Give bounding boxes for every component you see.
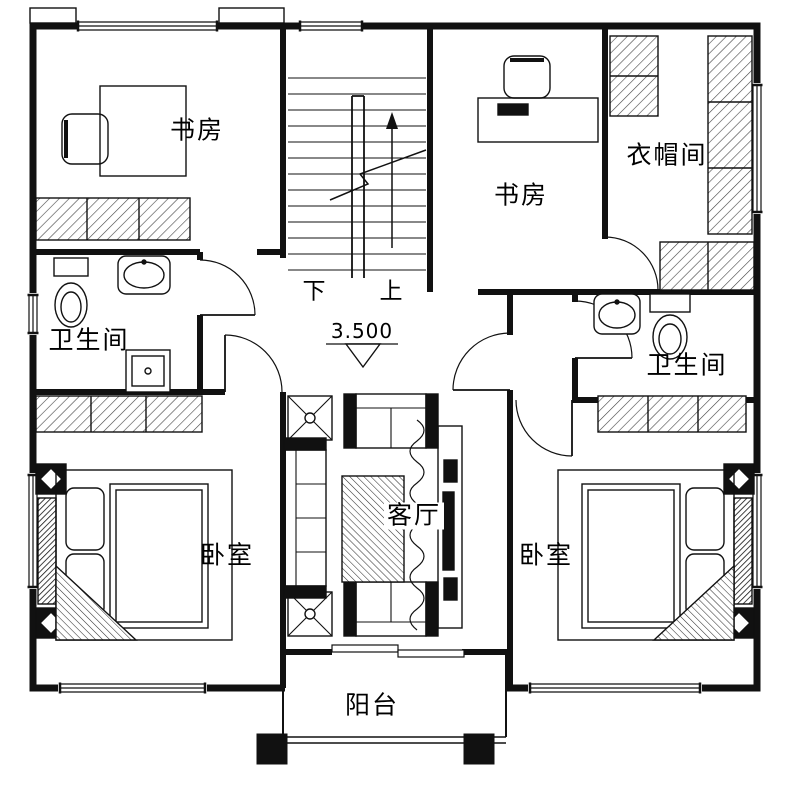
bathroom-left-fixtures: [53, 255, 171, 393]
label-living-room: 客厅: [383, 502, 445, 530]
sofa-loveseat-bottom: [343, 581, 439, 637]
label-balcony: 阳台: [344, 691, 400, 720]
bedroom-right-furniture: [557, 395, 755, 641]
elevation-mark: [326, 343, 398, 369]
wardrobe: [597, 395, 747, 433]
label-elevation: 3.500: [330, 319, 394, 343]
desk: [477, 97, 599, 143]
sink: [593, 293, 641, 335]
shelf: [707, 35, 753, 235]
column: [256, 733, 288, 765]
shelf: [609, 35, 659, 117]
toilet: [649, 293, 691, 360]
label-bathroom-left: 卫生间: [48, 326, 130, 355]
bed: [557, 469, 735, 641]
monitor: [497, 103, 529, 116]
label-study-right: 书房: [493, 181, 549, 210]
sink: [117, 255, 171, 295]
shelf: [659, 241, 755, 291]
windows: [27, 20, 763, 694]
toilet: [53, 257, 89, 328]
label-stairs-up: 上: [379, 277, 403, 304]
pillow: [65, 487, 105, 551]
headboard: [733, 497, 753, 605]
bed: [55, 469, 233, 641]
doors: [199, 236, 659, 658]
label-bathroom-right: 卫生间: [646, 351, 728, 380]
study-right-furniture: [477, 55, 599, 143]
door-bedroom-left: [224, 334, 283, 393]
label-bedroom-right: 卧室: [518, 541, 574, 570]
tv: [442, 491, 455, 571]
shower-tray: [125, 349, 171, 393]
blanket-fold: [55, 564, 138, 641]
label-study-left: 书房: [169, 116, 225, 145]
column: [463, 733, 495, 765]
stair-break-line: [329, 149, 427, 201]
bedroom-left-furniture: [35, 395, 233, 641]
pillow: [685, 487, 725, 551]
wardrobe: [35, 395, 203, 433]
stair-stringer: [351, 95, 365, 278]
bookshelf: [35, 197, 191, 241]
bathroom-right-fixtures: [593, 293, 691, 360]
door-hall-right: [452, 332, 511, 391]
blanket-fold: [652, 564, 735, 641]
sofa-loveseat-top: [343, 393, 439, 449]
headboard: [37, 497, 57, 605]
door-bedroom-right: [515, 399, 573, 457]
side-table: [287, 591, 333, 637]
sofa-long: [283, 437, 327, 599]
door-balcony-sliding: [331, 644, 465, 658]
label-cloakroom: 衣帽间: [626, 141, 708, 170]
desk: [99, 85, 187, 177]
door-bathroom-left: [199, 259, 256, 316]
stairs: [288, 77, 427, 278]
door-cloakroom: [604, 236, 659, 291]
label-stairs-down: 下: [302, 277, 326, 304]
balcony-structure: [256, 652, 507, 765]
study-left-furniture: [35, 85, 191, 241]
chair: [61, 113, 109, 165]
cloakroom-shelves: [609, 35, 755, 291]
label-bedroom-left: 卧室: [199, 541, 255, 570]
